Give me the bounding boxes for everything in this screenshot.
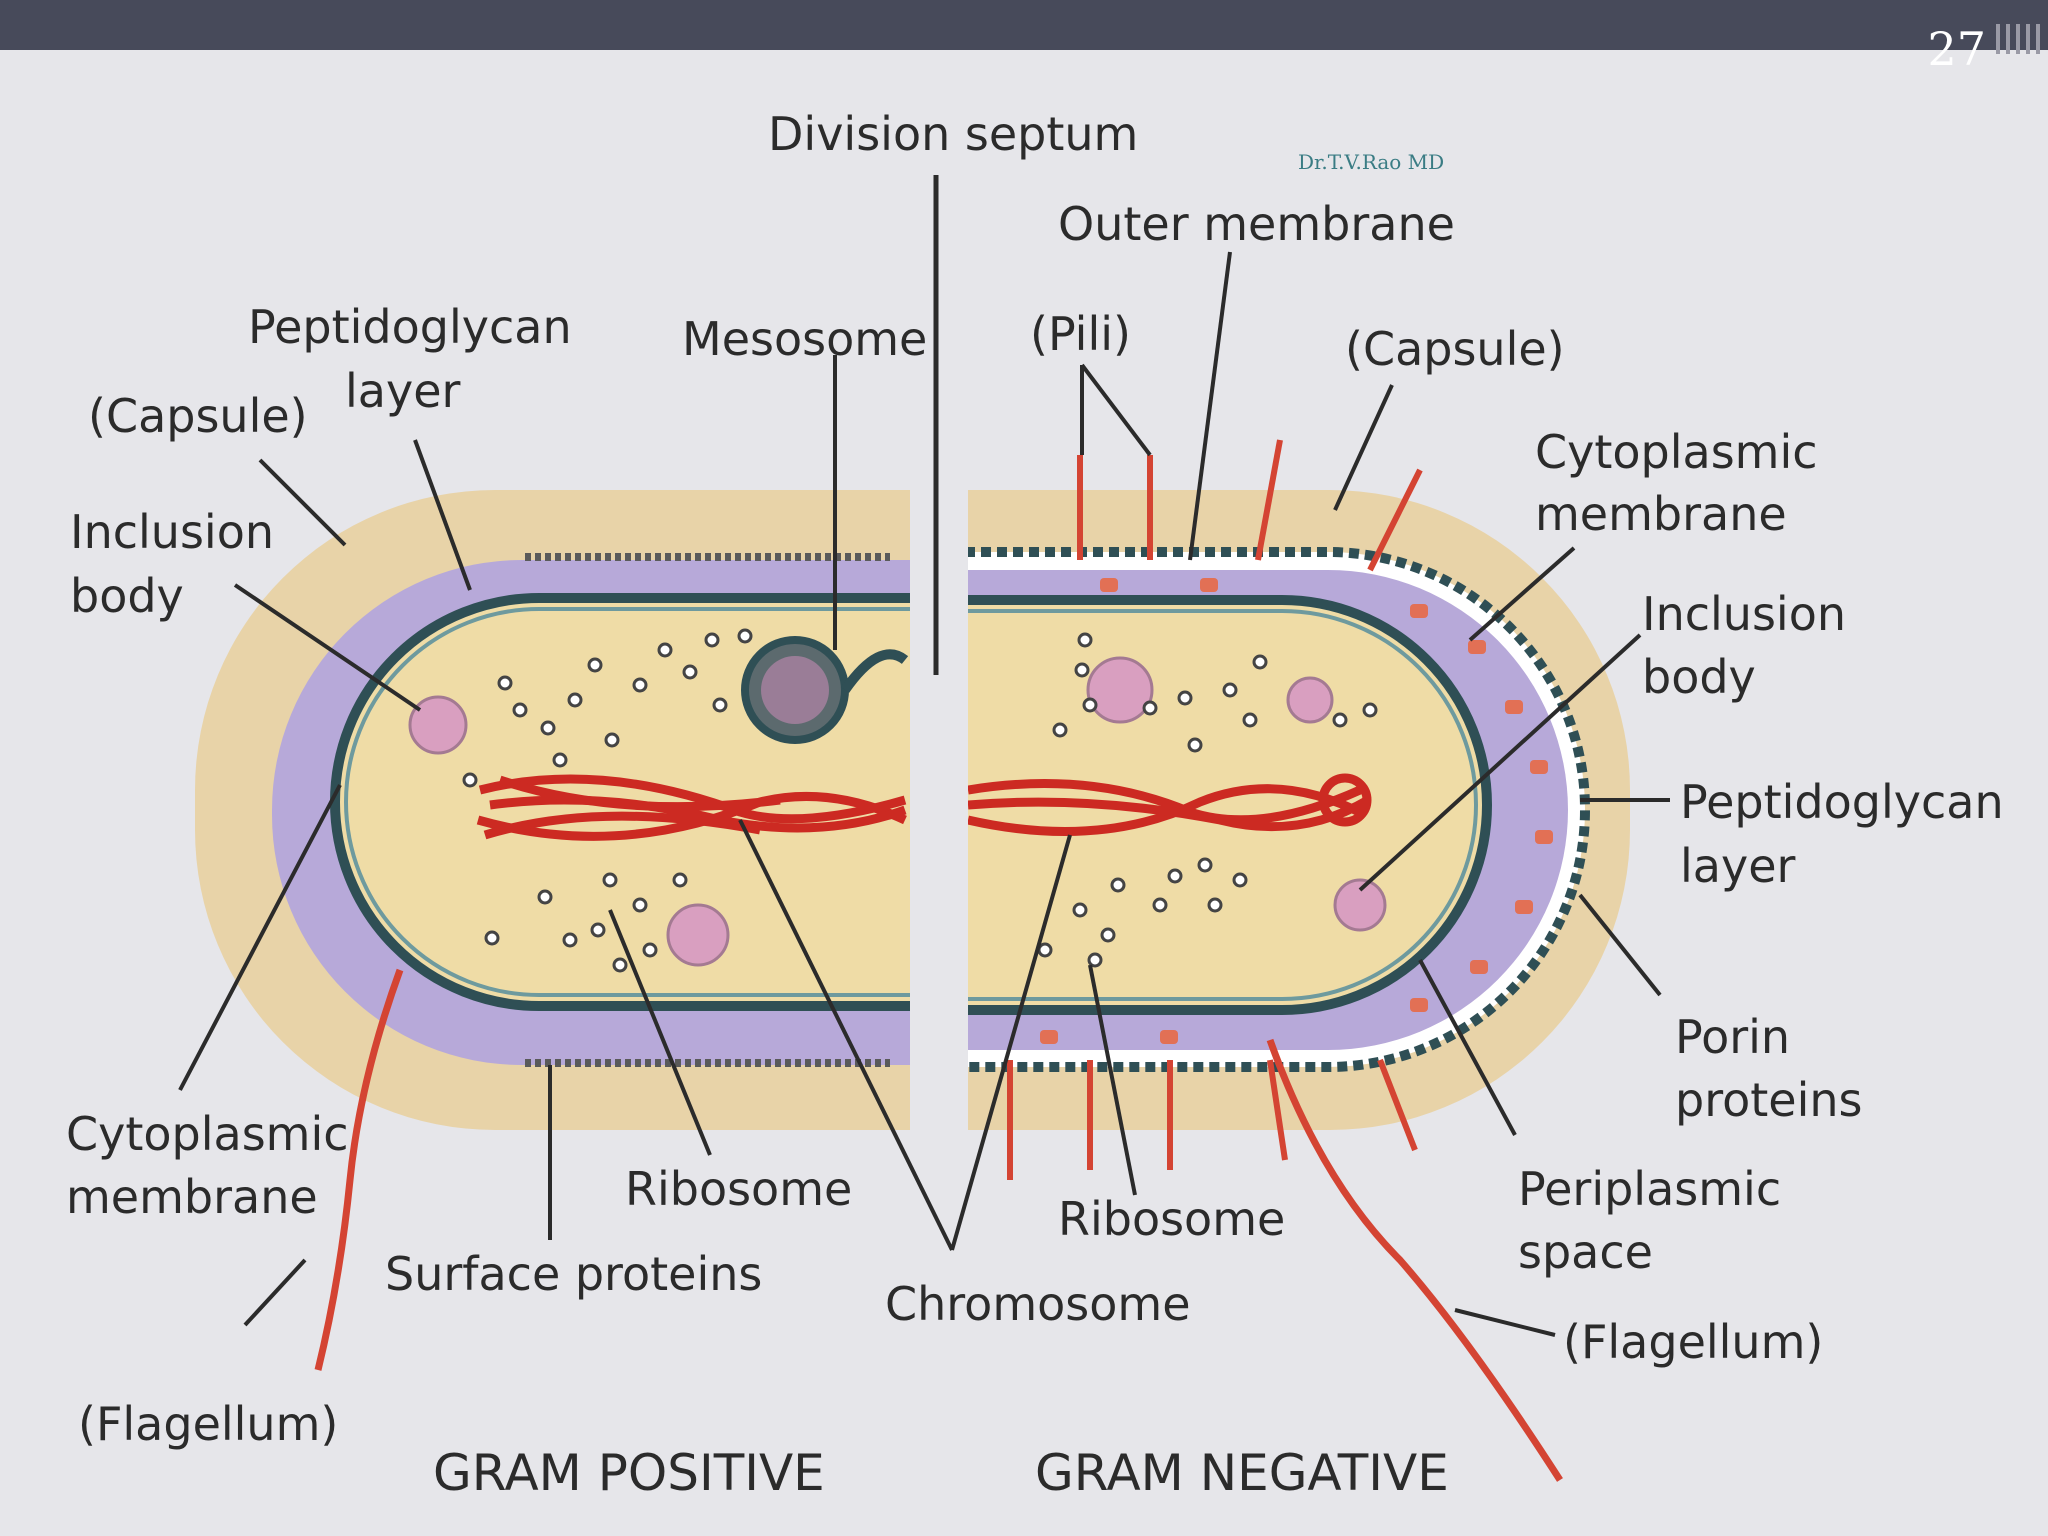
leader-lines xyxy=(178,251,1670,1337)
label-flagellum-right: (Flagellum) xyxy=(1563,1315,1823,1369)
label-flagellum-left: (Flagellum) xyxy=(78,1397,338,1451)
label-cytoplasmic-right-2: membrane xyxy=(1535,487,1787,541)
porin-proteins xyxy=(1040,578,1553,1044)
flagellum-left xyxy=(314,968,404,1371)
author-credit: Dr.T.V.Rao MD xyxy=(1298,150,1445,174)
label-inclusion-left-1: Inclusion xyxy=(70,505,274,559)
label-chromosome: Chromosome xyxy=(885,1277,1191,1331)
label-inclusion-left-2: body xyxy=(70,569,184,623)
inclusion-body-left-2 xyxy=(666,903,730,967)
label-outer-membrane: Outer membrane xyxy=(1058,197,1455,251)
label-capsule-left: (Capsule) xyxy=(88,389,308,443)
label-cytoplasmic-left-1: Cytoplasmic xyxy=(66,1107,349,1161)
label-peptidoglycan-right-1: Peptidoglycan xyxy=(1680,775,2004,829)
gram-positive-cell xyxy=(195,490,910,1130)
label-surface-proteins: Surface proteins xyxy=(385,1247,762,1301)
label-inclusion-right-1: Inclusion xyxy=(1642,587,1846,641)
mesosome xyxy=(741,636,909,744)
label-capsule-right: (Capsule) xyxy=(1345,322,1565,376)
label-ribosome-right: Ribosome xyxy=(1058,1192,1285,1246)
slide-top-bar xyxy=(0,0,2048,50)
label-inclusion-right-2: body xyxy=(1642,650,1756,704)
label-mesosome: Mesosome xyxy=(682,312,927,366)
edge-stripes-decoration xyxy=(1994,24,2048,54)
label-pili: (Pili) xyxy=(1030,307,1131,361)
label-peptidoglycan-left-2: layer xyxy=(345,364,460,418)
chromosome-left xyxy=(476,774,907,841)
label-porin-2: proteins xyxy=(1675,1073,1862,1127)
ribosomes-right xyxy=(1037,632,1378,968)
label-ribosome-left: Ribosome xyxy=(625,1162,852,1216)
label-periplasmic-1: Periplasmic xyxy=(1518,1162,1781,1216)
inclusion-body-right-3 xyxy=(1333,878,1387,932)
label-gram-negative: GRAM NEGATIVE xyxy=(1035,1444,1449,1502)
inclusion-body-right-1 xyxy=(1086,656,1154,724)
inclusion-body-right-2 xyxy=(1286,676,1334,724)
label-cytoplasmic-left-2: membrane xyxy=(66,1170,318,1224)
inclusion-body-left-1 xyxy=(408,695,468,755)
chromosome-right xyxy=(968,773,1372,837)
pili xyxy=(1007,439,1423,1180)
slide-number: 27 xyxy=(1927,22,1986,76)
gram-negative-cell xyxy=(968,439,1630,1180)
flagellum-right xyxy=(1266,1038,1563,1482)
label-periplasmic-2: space xyxy=(1518,1225,1653,1279)
label-porin-1: Porin xyxy=(1675,1010,1790,1064)
label-division-septum: Division septum xyxy=(768,107,1138,161)
label-gram-positive: GRAM POSITIVE xyxy=(433,1444,825,1502)
ribosomes-left xyxy=(462,628,753,973)
label-peptidoglycan-left-1: Peptidoglycan xyxy=(248,300,572,354)
label-cytoplasmic-right-1: Cytoplasmic xyxy=(1535,425,1818,479)
label-peptidoglycan-right-2: layer xyxy=(1680,839,1795,893)
